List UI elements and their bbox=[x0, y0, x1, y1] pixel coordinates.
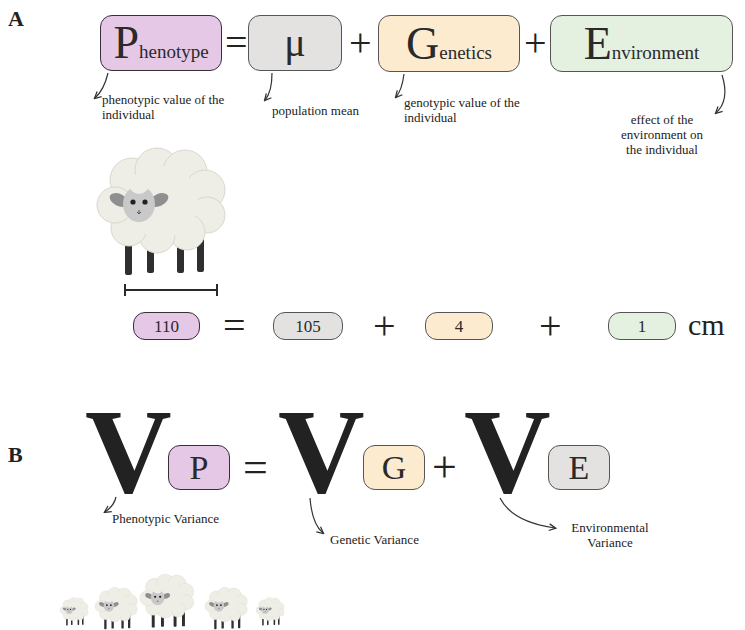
operator: + bbox=[349, 20, 372, 66]
box-text: 105 bbox=[295, 318, 321, 335]
annotation: Environmental Variance bbox=[560, 521, 660, 551]
value-box: P bbox=[168, 445, 230, 490]
box-text: G bbox=[382, 451, 407, 485]
panel-label: B bbox=[8, 442, 23, 467]
box-text: Environment bbox=[584, 21, 700, 67]
annotation: phenotypic value of the individual bbox=[102, 93, 227, 123]
box-text: μ bbox=[284, 23, 305, 63]
variance-symbol: V bbox=[278, 392, 365, 512]
operator: + bbox=[432, 443, 457, 494]
panel-label: A bbox=[8, 6, 24, 31]
annotation: effect of the environment on the individ… bbox=[612, 113, 712, 158]
value-box: 110 bbox=[133, 312, 200, 340]
value-box: 4 bbox=[425, 312, 493, 340]
variance-symbol: V bbox=[464, 392, 551, 512]
value-box: Environment bbox=[550, 15, 733, 72]
operator: = bbox=[225, 20, 248, 66]
unit: cm bbox=[688, 308, 725, 343]
variance-symbol: V bbox=[85, 392, 172, 512]
annotation: Genetic Variance bbox=[330, 533, 470, 548]
operator: = bbox=[243, 443, 268, 494]
value-box: Genetics bbox=[378, 15, 520, 72]
box-text: E bbox=[569, 451, 590, 485]
value-box: E bbox=[548, 445, 610, 490]
box-text: Genetics bbox=[406, 21, 492, 67]
box-text: 1 bbox=[638, 318, 647, 335]
box-text: 110 bbox=[154, 318, 179, 335]
value-box: 105 bbox=[273, 312, 343, 340]
box-text: Phenotype bbox=[113, 20, 208, 66]
operator: = bbox=[223, 303, 246, 349]
operator: + bbox=[524, 20, 547, 66]
operator: + bbox=[373, 303, 396, 349]
value-box: G bbox=[363, 445, 425, 490]
annotation: population mean bbox=[272, 104, 382, 119]
box-text: P bbox=[190, 451, 209, 485]
value-box: μ bbox=[248, 15, 342, 71]
annotation: Phenotypic Variance bbox=[112, 512, 272, 527]
box-text: 4 bbox=[455, 318, 464, 335]
value-box: 1 bbox=[608, 312, 676, 340]
value-box: Phenotype bbox=[100, 15, 222, 71]
annotation: genotypic value of the individual bbox=[404, 96, 524, 126]
operator: + bbox=[539, 303, 562, 349]
